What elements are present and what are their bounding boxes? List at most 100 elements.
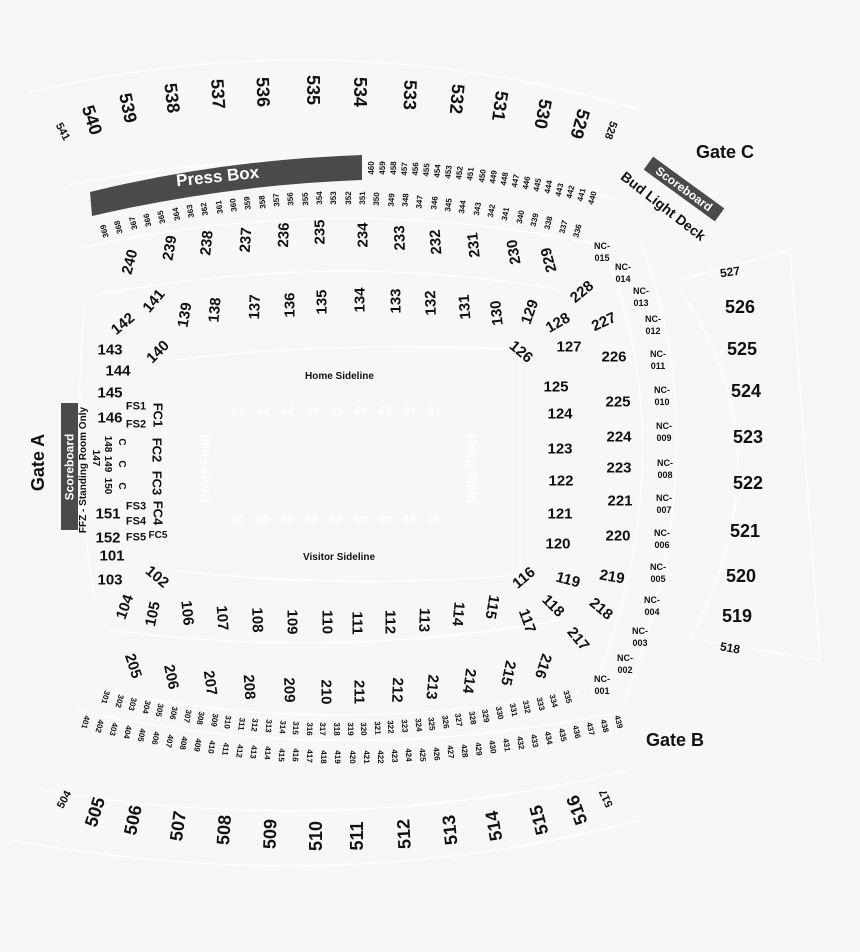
nc-section[interactable]: NC-005 — [650, 561, 666, 584]
seating-section[interactable]: 352 — [343, 191, 353, 205]
seating-section[interactable]: 430 — [486, 740, 498, 755]
seating-section[interactable]: 355 — [300, 191, 310, 206]
nc-section[interactable]: NC-012 — [645, 313, 661, 336]
seating-section[interactable]: FC4 — [150, 500, 166, 526]
seating-section[interactable]: 123 — [547, 440, 573, 458]
seating-section[interactable]: 424 — [403, 748, 413, 763]
seating-section[interactable]: 409 — [192, 738, 204, 753]
seating-section[interactable]: 329 — [480, 708, 492, 723]
seating-section[interactable]: 124 — [547, 405, 573, 423]
nc-section[interactable]: NC-010 — [654, 384, 670, 407]
seating-section[interactable]: 459 — [377, 161, 388, 175]
seating-section[interactable]: 523 — [732, 427, 764, 447]
seating-section[interactable]: FS4 — [125, 515, 147, 528]
seating-section[interactable]: 421 — [361, 750, 371, 764]
seating-section[interactable]: 426 — [431, 746, 442, 761]
seating-section[interactable]: 210 — [317, 679, 335, 705]
seating-section[interactable]: 233 — [391, 225, 409, 251]
seating-section[interactable]: 106 — [177, 599, 197, 627]
seating-section[interactable]: 111 — [348, 611, 366, 635]
seating-section[interactable]: 427 — [445, 745, 456, 760]
seating-section[interactable]: 148 — [102, 435, 113, 453]
seating-section[interactable]: FC3 — [149, 470, 165, 496]
seating-section[interactable]: 454 — [432, 163, 443, 178]
seating-section[interactable]: 435 — [556, 727, 569, 743]
seating-section[interactable]: 518 — [718, 639, 742, 657]
seating-section[interactable]: 311 — [236, 716, 247, 731]
seating-section[interactable]: 356 — [285, 192, 296, 207]
seating-section[interactable]: 207 — [199, 669, 221, 697]
seating-section[interactable]: 510 — [306, 820, 326, 852]
seating-section[interactable]: 144 — [105, 362, 131, 380]
seating-section[interactable]: 410 — [206, 740, 218, 755]
seating-section[interactable]: 348 — [400, 193, 411, 208]
seating-section[interactable]: 407 — [164, 733, 176, 749]
seating-section[interactable]: 458 — [388, 161, 399, 176]
nc-section[interactable]: NC-015 — [594, 240, 610, 263]
seating-section[interactable]: 109 — [283, 609, 301, 635]
seating-section[interactable]: 147 — [90, 449, 101, 467]
seating-section[interactable]: 411 — [220, 742, 232, 757]
seating-section[interactable]: 350 — [372, 191, 382, 206]
seating-section[interactable]: FS2 — [125, 418, 147, 431]
seating-section[interactable]: 122 — [548, 472, 574, 490]
seating-section[interactable]: 358 — [257, 194, 268, 209]
seating-section[interactable]: 360 — [228, 197, 239, 212]
seating-section[interactable]: 212 — [388, 677, 406, 703]
seating-section[interactable]: 149 — [102, 455, 113, 473]
seating-section[interactable]: 415 — [276, 747, 287, 762]
seating-section[interactable]: 150 — [102, 477, 113, 495]
seating-section[interactable]: 151 — [95, 505, 121, 523]
nc-section[interactable]: NC-008 — [657, 457, 673, 480]
seating-section[interactable]: 538 — [160, 81, 184, 115]
seating-section[interactable]: 531 — [488, 89, 512, 123]
seating-section[interactable]: 403 — [107, 721, 120, 737]
seating-section[interactable]: 508 — [212, 814, 236, 846]
seating-section[interactable]: 525 — [726, 339, 758, 359]
seating-section[interactable]: 357 — [271, 193, 282, 208]
seating-section[interactable]: 414 — [262, 746, 273, 761]
seating-section[interactable]: 361 — [213, 199, 225, 214]
seating-section[interactable]: 455 — [421, 162, 432, 177]
seating-section[interactable]: 130 — [487, 299, 507, 327]
nc-section[interactable]: NC-014 — [615, 261, 631, 284]
seating-section[interactable]: 450 — [476, 168, 488, 183]
seating-section[interactable]: 315 — [290, 721, 301, 735]
seating-section[interactable]: 226 — [601, 348, 627, 366]
seating-section[interactable]: 125 — [543, 378, 569, 396]
seating-section[interactable]: 237 — [236, 226, 256, 254]
nc-section[interactable]: NC-004 — [644, 594, 660, 617]
seating-section[interactable]: 310 — [222, 714, 234, 730]
seating-section[interactable]: 412 — [234, 743, 245, 758]
seating-section[interactable]: 511 — [347, 821, 367, 851]
seating-section[interactable]: 133 — [387, 288, 405, 314]
seating-section[interactable]: 323 — [399, 719, 410, 734]
seating-section[interactable]: 449 — [487, 169, 499, 185]
nc-section[interactable]: NC-013 — [633, 285, 649, 308]
seating-section[interactable]: 512 — [393, 818, 415, 850]
seating-section[interactable]: 534 — [350, 76, 370, 108]
seating-section[interactable]: 221 — [607, 492, 633, 510]
seating-section[interactable]: 307 — [181, 708, 193, 724]
nc-section[interactable]: NC-002 — [617, 652, 633, 675]
seating-section[interactable]: 423 — [389, 749, 399, 763]
seating-section[interactable]: 514 — [481, 809, 507, 843]
seating-section[interactable]: 433 — [528, 733, 540, 749]
seating-section[interactable]: 416 — [291, 748, 301, 763]
seating-section[interactable]: 234 — [354, 222, 372, 248]
seating-section[interactable]: 513 — [438, 814, 462, 846]
seating-section[interactable]: 113 — [415, 607, 433, 633]
seating-section[interactable]: FC2 — [149, 437, 165, 463]
seating-section[interactable]: 325 — [426, 716, 437, 731]
seating-section[interactable]: 139 — [174, 301, 196, 329]
seating-section[interactable]: 230 — [503, 238, 525, 266]
seating-section[interactable]: 405 — [135, 727, 148, 743]
seating-section[interactable]: 235 — [311, 219, 329, 245]
seating-section[interactable]: 453 — [443, 164, 454, 179]
seating-section[interactable]: 354 — [314, 191, 325, 206]
seating-section[interactable]: 309 — [208, 712, 220, 728]
seating-section[interactable]: 143 — [97, 341, 123, 359]
seating-section[interactable]: 537 — [206, 78, 230, 110]
seating-section[interactable]: 316 — [304, 721, 315, 736]
seating-section[interactable]: 146 — [97, 409, 123, 427]
